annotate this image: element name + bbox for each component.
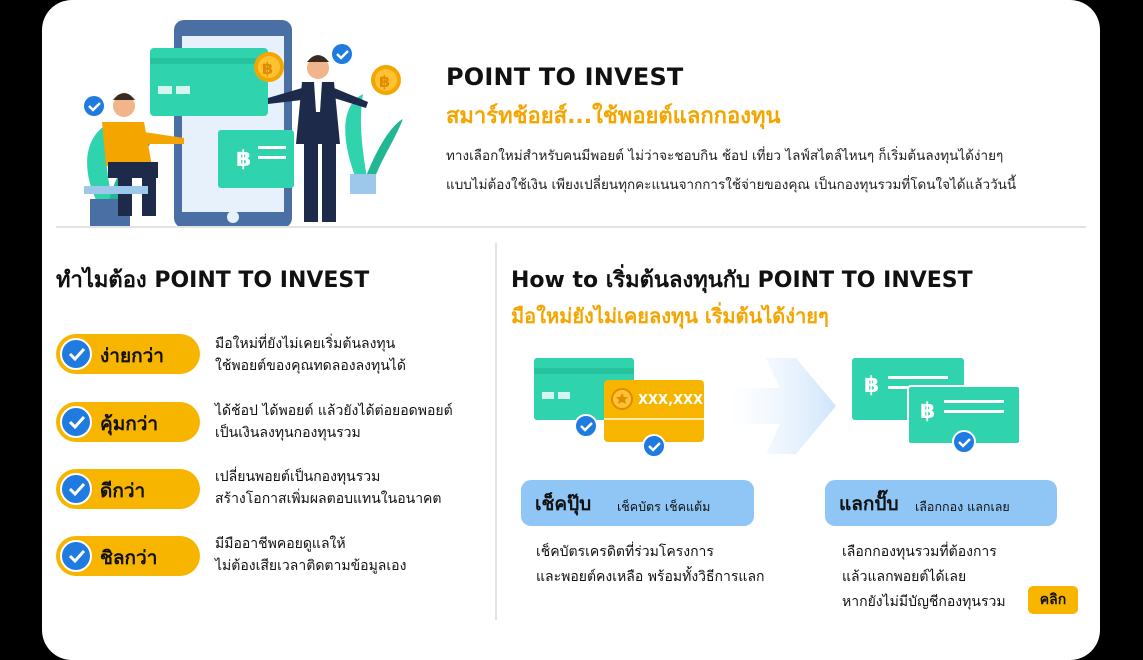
step1-box: เช็คปุ๊บ เช็คบัตร เช็คแต้ม — [521, 480, 754, 526]
reason-line: ได้ช้อป ได้พอยต์ แล้วยังได้ต่อยอดพอยต์ — [215, 403, 453, 419]
bitcoin-icon: ฿ — [371, 65, 401, 95]
reason-badge-worthier: คุ้มกว่า — [56, 402, 200, 442]
check-icon — [84, 96, 104, 116]
svg-text:฿: ฿ — [379, 72, 390, 91]
svg-text:฿: ฿ — [236, 147, 251, 172]
reason-line: ใช้พอยต์ของคุณทดลองลงทุนได้ — [215, 358, 406, 374]
step2-line: หากยังไม่มีบัญชีกองทุนรวม — [842, 594, 1006, 610]
reason-badge-better: ดีกว่า — [56, 469, 200, 509]
step1-title: เช็คปุ๊บ — [535, 493, 592, 515]
reason-text: มือใหม่ที่ยังไม่เคยเริ่มต้นลงทุน ใช้พอยต… — [215, 333, 495, 377]
step2-illustration: ฿ ฿ — [852, 358, 1021, 454]
plant-right-icon — [345, 94, 403, 194]
step1-line: และพอยต์คงเหลือ พร้อมทั้งวิธีการแลก — [536, 569, 765, 585]
why-section-title: ทำไมต้อง POINT TO INVEST — [56, 268, 370, 293]
check-icon — [574, 414, 598, 438]
step1-illustration: XXX,XXX — [534, 358, 704, 458]
reason-label: คุ้มกว่า — [100, 413, 159, 435]
check-icon — [60, 338, 92, 370]
divider — [495, 243, 497, 620]
reason-text: เปลี่ยนพอยต์เป็นกองทุนรวม สร้างโอกาสเพิ่… — [215, 466, 495, 510]
hero-illustration: ฿ ฿ ฿ — [84, 20, 403, 228]
reason-line: มีมืออาชีพคอยดูแลให้ — [215, 536, 346, 552]
divider — [56, 226, 1086, 228]
reason-label: ชิลกว่า — [100, 547, 158, 569]
step2-box: แลกปั๊บ เลือกกอง แลกเลย — [825, 480, 1057, 526]
reason-line: สร้างโอกาสเพิ่มผลตอบแทนในอนาคต — [215, 491, 442, 507]
check-icon — [332, 44, 352, 64]
step2-line: แล้วแลกพอยต์ได้เลย — [842, 569, 967, 585]
gold-card-icon — [604, 380, 704, 442]
bitcoin-card-icon: ฿ — [907, 385, 1021, 445]
step2-line: เลือกกองทุนรวมที่ต้องการ — [842, 544, 997, 560]
howto-section-subtitle: มือใหม่ยังไม่เคยลงทุน เริ่มต้นได้ง่ายๆ — [511, 304, 829, 328]
arrow-right-icon — [730, 358, 836, 454]
reason-line: เป็นเงินลงทุนกองทุนรวม — [215, 425, 361, 441]
check-icon — [60, 473, 92, 505]
step1-line: เช็คบัตรเครดิตที่ร่วมโครงการ — [536, 544, 714, 560]
hero-description: ทางเลือกใหม่สำหรับคนมีพอยต์ ไม่ว่าจะชอบก… — [446, 142, 1086, 200]
hero-subtitle: สมาร์ทช้อยส์...ใช้พอยต์แลกกองทุน — [446, 104, 781, 129]
reason-text: มีมืออาชีพคอยดูแลให้ ไม่ต้องเสียเวลาติดต… — [215, 533, 495, 577]
bitcoin-icon: ฿ — [254, 52, 284, 82]
svg-text:฿: ฿ — [920, 399, 935, 424]
hero-title: POINT TO INVEST — [446, 63, 684, 91]
man-sitting-figure — [84, 93, 184, 216]
reason-line: ไม่ต้องเสียเวลาติดตามข้อมูลเอง — [215, 558, 407, 574]
step2-description: เลือกกองทุนรวมที่ต้องการ แล้วแลกพอยต์ได้… — [842, 540, 1006, 615]
step2-title: แลกปั๊บ — [839, 493, 899, 515]
reason-line: เปลี่ยนพอยต์เป็นกองทุนรวม — [215, 469, 381, 485]
svg-text:฿: ฿ — [262, 59, 273, 78]
check-icon — [60, 406, 92, 438]
click-button[interactable]: คลิก — [1028, 586, 1078, 614]
step1-description: เช็คบัตรเครดิตที่ร่วมโครงการ และพอยต์คงเ… — [536, 540, 765, 590]
check-icon — [642, 434, 666, 458]
hero-description-line: แบบไม่ต้องใช้เงิน เพียงเปลี่ยนทุกคะแนนจา… — [446, 177, 1017, 193]
step1-caption: เช็คบัตร เช็คแต้ม — [617, 499, 711, 514]
check-icon — [952, 430, 976, 454]
howto-section-title: How to เริ่มต้นลงทุนกับ POINT TO INVEST — [511, 268, 973, 293]
reason-label: ง่ายกว่า — [100, 345, 164, 367]
hero-description-line: ทางเลือกใหม่สำหรับคนมีพอยต์ ไม่ว่าจะชอบก… — [446, 148, 1004, 164]
bitcoin-card-icon: ฿ — [218, 130, 294, 188]
check-icon — [60, 540, 92, 572]
card-amount: XXX,XXX — [638, 393, 703, 408]
reason-badge-chiller: ชิลกว่า — [56, 536, 200, 576]
reason-label: ดีกว่า — [100, 480, 146, 502]
man-standing-figure — [268, 55, 368, 222]
credit-card-icon — [150, 48, 268, 116]
reason-line: มือใหม่ที่ยังไม่เคยเริ่มต้นลงทุน — [215, 336, 396, 352]
reason-badge-easier: ง่ายกว่า — [56, 334, 200, 374]
step2-caption: เลือกกอง แลกเลย — [915, 499, 1010, 514]
svg-text:฿: ฿ — [864, 373, 879, 398]
reason-text: ได้ช้อป ได้พอยต์ แล้วยังได้ต่อยอดพอยต์ เ… — [215, 400, 495, 444]
